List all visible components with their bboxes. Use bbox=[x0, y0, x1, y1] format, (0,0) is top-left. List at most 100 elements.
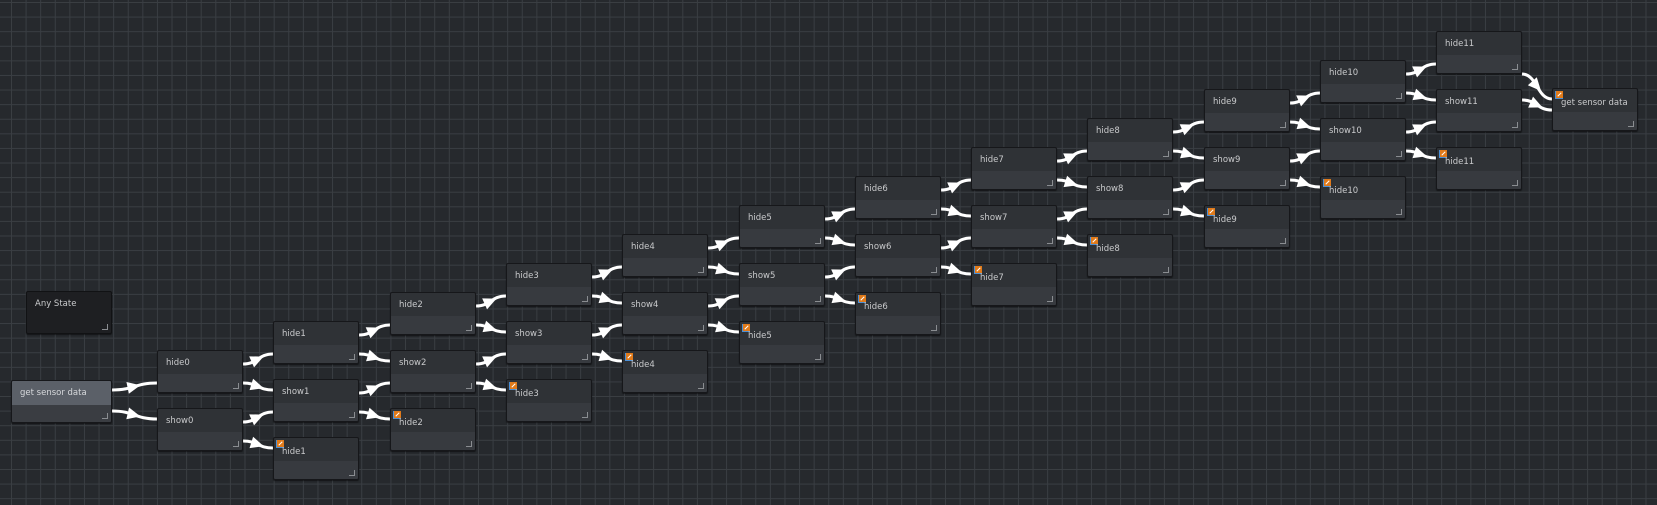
transition-edge[interactable] bbox=[1056, 236, 1088, 247]
state-node-hide[interactable]: hide0 bbox=[157, 350, 243, 393]
transition-edge[interactable] bbox=[358, 352, 391, 363]
resize-corner-icon[interactable] bbox=[1047, 180, 1053, 186]
resize-corner-icon[interactable] bbox=[233, 383, 239, 389]
state-ref-node[interactable]: hide10 bbox=[1320, 176, 1406, 219]
transition-edge[interactable] bbox=[940, 236, 972, 250]
resize-corner-icon[interactable] bbox=[1280, 122, 1286, 128]
resize-corner-icon[interactable] bbox=[698, 383, 704, 389]
resize-corner-icon[interactable] bbox=[698, 325, 704, 331]
state-node-show[interactable]: show4 bbox=[622, 292, 708, 335]
transition-edge[interactable] bbox=[358, 381, 391, 395]
transition-edge[interactable] bbox=[1289, 120, 1321, 131]
resize-corner-icon[interactable] bbox=[815, 354, 821, 360]
transition-edge[interactable] bbox=[591, 352, 623, 363]
state-ref-node[interactable]: hide11 bbox=[1436, 147, 1522, 190]
transition-edge[interactable] bbox=[1056, 178, 1088, 189]
state-node-show[interactable]: show2 bbox=[390, 350, 476, 393]
transition-edge[interactable] bbox=[111, 381, 158, 392]
transition-edge[interactable] bbox=[940, 207, 972, 218]
resize-corner-icon[interactable] bbox=[582, 354, 588, 360]
transition-edge[interactable] bbox=[940, 178, 972, 192]
resize-corner-icon[interactable] bbox=[582, 412, 588, 418]
transition-edge[interactable] bbox=[111, 409, 158, 421]
transition-edge[interactable] bbox=[475, 323, 507, 334]
state-node-hide[interactable]: hide1 bbox=[273, 321, 359, 364]
resize-corner-icon[interactable] bbox=[582, 296, 588, 302]
state-ref-node[interactable]: hide9 bbox=[1204, 205, 1290, 248]
transition-edge[interactable] bbox=[707, 236, 740, 250]
transition-edge[interactable] bbox=[707, 294, 740, 308]
transition-edge[interactable] bbox=[1521, 72, 1553, 101]
transition-edge[interactable] bbox=[824, 207, 856, 221]
state-node-show[interactable]: show8 bbox=[1087, 176, 1173, 219]
transition-edge[interactable] bbox=[707, 323, 740, 334]
state-node-show[interactable]: show3 bbox=[506, 321, 592, 364]
resize-corner-icon[interactable] bbox=[102, 413, 108, 419]
state-node-hide[interactable]: hide2 bbox=[390, 292, 476, 335]
transition-edge[interactable] bbox=[1289, 91, 1321, 105]
transition-edge[interactable] bbox=[475, 352, 507, 366]
resize-corner-icon[interactable] bbox=[466, 383, 472, 389]
transition-edge[interactable] bbox=[242, 410, 274, 424]
transition-edge[interactable] bbox=[824, 294, 856, 305]
state-node-hide[interactable]: hide4 bbox=[622, 234, 708, 277]
resize-corner-icon[interactable] bbox=[1512, 180, 1518, 186]
resize-corner-icon[interactable] bbox=[1047, 238, 1053, 244]
transition-edge[interactable] bbox=[707, 265, 740, 276]
resize-corner-icon[interactable] bbox=[1396, 151, 1402, 157]
state-node-show[interactable]: show6 bbox=[855, 234, 941, 277]
transition-edge[interactable] bbox=[1056, 149, 1088, 163]
transition-edge[interactable] bbox=[591, 323, 623, 337]
state-node-hide[interactable]: hide7 bbox=[971, 147, 1057, 190]
state-node-hide[interactable]: hide5 bbox=[739, 205, 825, 248]
transition-edge[interactable] bbox=[1289, 178, 1321, 189]
resize-corner-icon[interactable] bbox=[349, 412, 355, 418]
transition-edge[interactable] bbox=[1172, 207, 1205, 218]
transition-edge[interactable] bbox=[1289, 149, 1321, 163]
transition-edge[interactable] bbox=[1405, 149, 1437, 160]
state-ref-node[interactable]: hide4 bbox=[622, 350, 708, 393]
state-node-show[interactable]: show9 bbox=[1204, 147, 1290, 190]
state-ref-node[interactable]: hide7 bbox=[971, 263, 1057, 306]
any-state-node[interactable]: Any State bbox=[26, 291, 112, 334]
state-node-show[interactable]: show1 bbox=[273, 379, 359, 422]
transition-edge[interactable] bbox=[1521, 98, 1553, 112]
resize-corner-icon[interactable] bbox=[931, 209, 937, 215]
resize-corner-icon[interactable] bbox=[1396, 93, 1402, 99]
transition-edge[interactable] bbox=[242, 381, 274, 392]
state-node-show[interactable]: show0 bbox=[157, 408, 243, 451]
resize-corner-icon[interactable] bbox=[1512, 122, 1518, 128]
transition-edge[interactable] bbox=[1405, 62, 1437, 76]
transition-edge[interactable] bbox=[475, 294, 507, 308]
resize-corner-icon[interactable] bbox=[1396, 209, 1402, 215]
transition-edge[interactable] bbox=[242, 439, 274, 450]
resize-corner-icon[interactable] bbox=[931, 267, 937, 273]
transition-edge[interactable] bbox=[475, 381, 507, 392]
state-ref-node[interactable]: hide3 bbox=[506, 379, 592, 422]
resize-corner-icon[interactable] bbox=[815, 238, 821, 244]
resize-corner-icon[interactable] bbox=[931, 325, 937, 331]
transition-edge[interactable] bbox=[1172, 149, 1205, 160]
resize-corner-icon[interactable] bbox=[1628, 121, 1634, 127]
state-node-show[interactable]: show5 bbox=[739, 263, 825, 306]
state-node-hide[interactable]: hide6 bbox=[855, 176, 941, 219]
state-ref-node[interactable]: hide8 bbox=[1087, 234, 1173, 277]
transition-edge[interactable] bbox=[591, 265, 623, 279]
transition-edge[interactable] bbox=[824, 265, 856, 279]
exit-node-get-sensor-data[interactable]: get sensor data bbox=[1552, 88, 1638, 131]
state-node-hide[interactable]: hide9 bbox=[1204, 89, 1290, 132]
resize-corner-icon[interactable] bbox=[815, 296, 821, 302]
transition-edge[interactable] bbox=[242, 352, 274, 366]
state-node-hide[interactable]: hide11 bbox=[1436, 31, 1522, 74]
state-node-show[interactable]: show11 bbox=[1436, 89, 1522, 132]
resize-corner-icon[interactable] bbox=[1047, 296, 1053, 302]
state-node-show[interactable]: show10 bbox=[1320, 118, 1406, 161]
transition-edge[interactable] bbox=[358, 323, 391, 337]
resize-corner-icon[interactable] bbox=[1163, 267, 1169, 273]
resize-corner-icon[interactable] bbox=[1280, 180, 1286, 186]
transition-edge[interactable] bbox=[824, 236, 856, 247]
resize-corner-icon[interactable] bbox=[349, 470, 355, 476]
transition-edge[interactable] bbox=[591, 294, 623, 305]
transition-edge[interactable] bbox=[1056, 207, 1088, 221]
